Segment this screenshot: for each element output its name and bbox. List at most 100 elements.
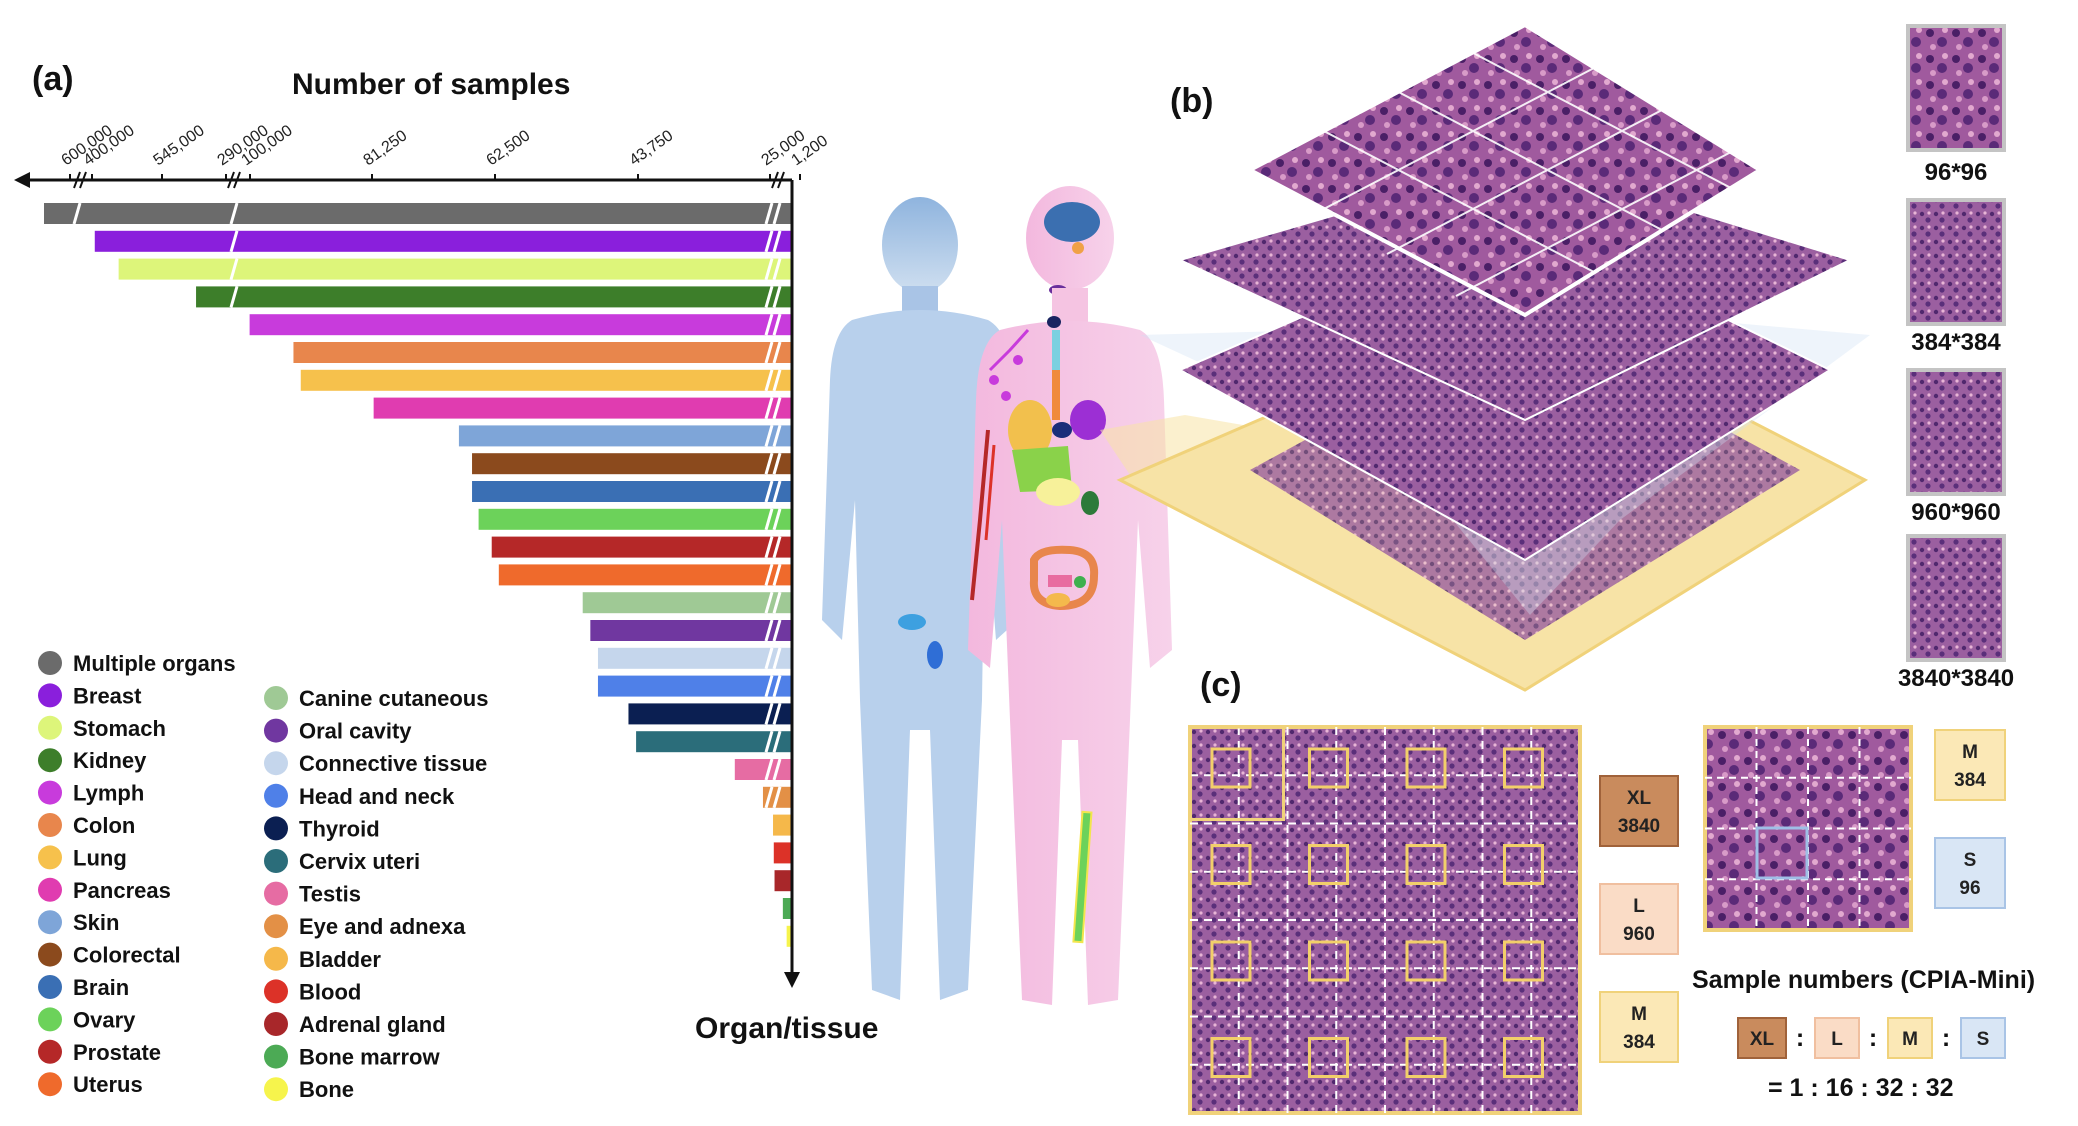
ratio-row: XL : L : M : S [1737,1017,2006,1059]
badge-m-right-size: 384 [1954,770,1986,791]
bar-cervix-uteri [636,731,792,753]
bar-canine-cutaneous [582,592,792,614]
legend-swatch [38,748,62,773]
legend-label: Oral cavity [299,719,412,744]
bar-colon [293,342,792,363]
legend-swatch [264,718,288,743]
bar-lung [300,369,792,391]
legend-swatch [264,751,288,776]
bar-kidney [196,286,793,308]
ratio-s: S [1977,1029,1990,1050]
legend-swatch [264,783,288,808]
badge-l: L 960 [1599,883,1679,955]
legend-swatch [264,1044,288,1069]
legend-label: Stomach [73,716,166,741]
legend-label: Colorectal [73,943,181,968]
bar-ovary [478,508,792,530]
legend-swatch [38,942,62,967]
bar-adrenal-gland [774,870,792,892]
bars [44,202,793,947]
legend-swatch [264,1012,288,1036]
legend-label: Bone marrow [299,1045,440,1070]
legend-label: Kidney [73,748,147,773]
legend-label: Lung [73,845,127,870]
legend-swatch [38,813,62,837]
bar-pancreas [373,397,792,419]
legend-swatch [38,1072,62,1097]
legend-label: Breast [73,683,142,708]
male-silhouette [822,197,1018,1000]
legend-label: Connective tissue [299,751,487,776]
legend-label: Blood [299,979,361,1004]
x-tick-label: 62,500 [484,127,534,169]
legend-label: Prostate [73,1040,161,1065]
layer-96 [1245,22,1764,318]
legend-swatch [38,975,62,999]
bar-thyroid [628,703,792,725]
ratio-l: L [1831,1029,1843,1050]
legend-swatch [38,683,62,708]
legend-swatch [264,881,288,906]
thumb-label-960: 960*960 [1911,499,2000,526]
badge-s-size: 96 [1959,878,1980,899]
bar-bone-marrow [782,898,792,919]
legend-swatch [38,780,62,805]
x-axis-title: Number of samples [292,68,570,101]
bar-breast [94,230,793,252]
bar-oral-cavity [590,620,792,641]
patch-grid-small [1703,725,1913,932]
legend-swatch [264,816,288,841]
badge-m-right-level: M [1962,742,1978,763]
legend-label: Multiple organs [73,651,236,676]
badge-s-level: S [1964,850,1977,871]
legend-label: Uterus [73,1072,143,1097]
pyramid-stack [1116,22,1870,692]
legend-label: Pancreas [73,878,171,903]
thumb-label-3840: 3840*3840 [1898,665,2014,692]
legend-swatch [38,1039,62,1064]
bar-lymph [249,314,792,336]
badge-xl-size: 3840 [1618,816,1660,837]
bar-prostate [491,536,792,558]
y-axis-title: Organ/tissue [695,1012,878,1045]
badge-xl: XL 3840 [1599,775,1679,847]
ratio-sep-3: : [1942,1024,1950,1052]
badge-s: S 96 [1934,837,2006,909]
bar-brain [472,481,792,502]
x-tick-label: 81,250 [361,127,411,169]
ratio-values: = 1 : 16 : 32 : 32 [1768,1074,1954,1102]
x-axis-arrow-icon [14,172,30,188]
bar-multiple-organs [44,203,792,224]
x-tick-label: 545,000 [151,122,208,169]
bar-skin [458,425,792,447]
bar-head-and-neck [597,675,792,697]
legend-label: Testis [299,882,361,907]
ratio-m: M [1902,1029,1918,1050]
legend-swatch [38,845,62,870]
badge-l-size: 960 [1623,924,1655,945]
legend-label: Bladder [299,947,381,972]
badge-m-left: M 384 [1599,991,1679,1063]
bar-colorectal [472,453,792,475]
badge-m-left-level: M [1631,1004,1647,1025]
panel-a-label: (a) [32,60,74,98]
badge-xl-level: XL [1627,788,1652,809]
badge-m-right: M 384 [1934,729,2006,801]
ratio-sep-2: : [1869,1024,1877,1052]
legend-swatch [38,910,62,935]
y-axis-arrow-icon [784,972,800,988]
legend-swatch [38,651,62,675]
ratio-sep-1: : [1796,1024,1804,1052]
x-tick-label: 43,750 [627,127,677,169]
legend-swatch [264,1077,288,1102]
legend-swatch [38,1007,62,1032]
bar-stomach [118,258,793,280]
sample-numbers-title: Sample numbers (CPIA-Mini) [1692,966,2035,994]
legend-swatch [264,979,288,1004]
legend-swatch [264,914,288,939]
legend-label: Bone [299,1077,354,1102]
legend-swatch [38,715,62,740]
female-silhouette [968,186,1172,1005]
legend-label: Ovary [73,1007,136,1032]
